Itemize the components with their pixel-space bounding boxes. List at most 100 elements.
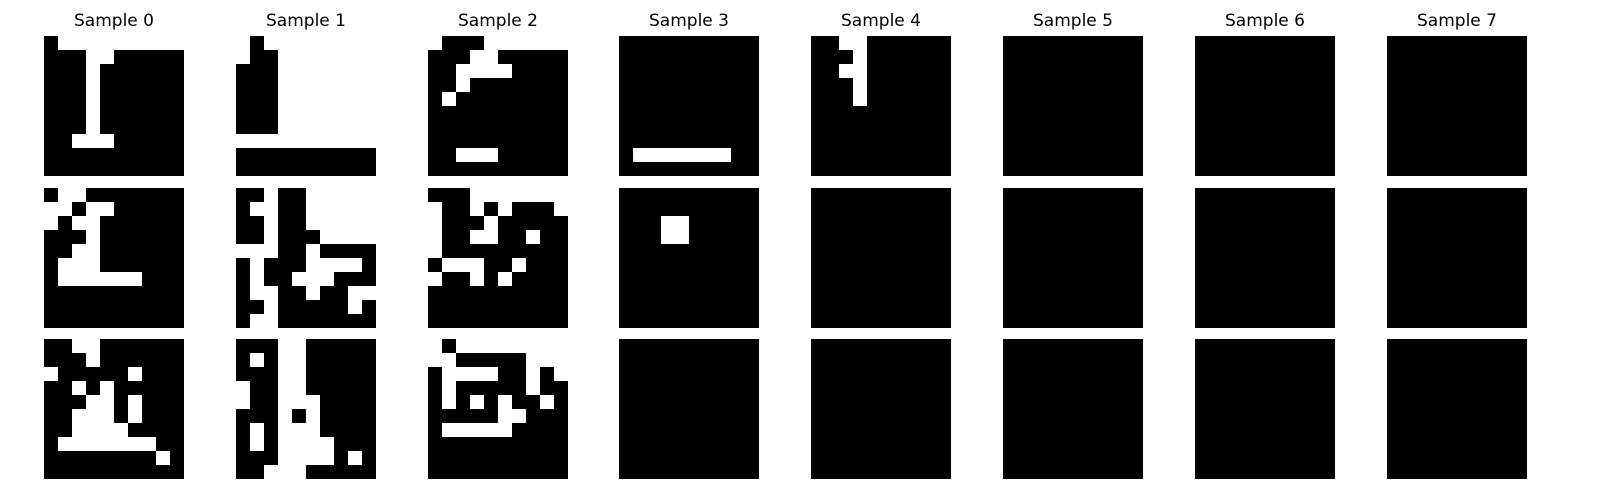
pixel-cell [236,78,251,93]
pixel-cell [1059,423,1074,438]
pixel-cell [1195,244,1210,259]
pixel-cell [334,465,349,479]
pixel-cell [142,395,157,410]
pixel-cell [1223,409,1238,424]
pixel-cell [484,300,499,315]
pixel-cell [811,50,826,65]
pixel-cell [811,381,826,396]
pixel-cell [156,423,171,438]
pixel-cell [1031,216,1046,231]
pixel-cell [1087,395,1102,410]
pixel-cell [867,92,882,107]
pixel-cell [498,353,513,368]
pixel-cell [1485,216,1500,231]
pixel-cell [633,353,648,368]
pixel-cell [554,78,568,93]
pixel-cell [1115,353,1130,368]
pixel-cell [825,409,840,424]
pixel-cell [554,465,568,479]
pixel-cell [250,202,265,217]
pixel-cell [100,286,115,301]
pixel-cell [689,36,704,51]
pixel-cell [811,244,826,259]
pixel-cell [128,314,143,328]
pixel-cell [1293,258,1308,273]
pixel-cell [264,92,279,107]
pixel-cell [745,162,759,176]
pixel-cell [442,216,457,231]
pixel-cell [1513,465,1527,479]
pixel-cell [1073,437,1088,452]
pixel-cell [72,202,87,217]
pixel-cell [320,272,335,287]
pixel-cell [236,188,251,203]
pixel-cell [470,244,485,259]
pixel-cell [1031,300,1046,315]
pixel-cell [745,367,759,382]
pixel-cell [250,120,265,135]
pixel-cell [1251,148,1266,163]
pixel-cell [170,409,184,424]
pixel-cell [1115,36,1130,51]
pixel-cell [334,216,349,231]
pixel-cell [1237,381,1252,396]
pixel-cell [1003,451,1018,466]
pixel-cell [1059,258,1074,273]
pixel-cell [498,162,513,176]
pixel-cell [1003,367,1018,382]
pixel-cell [1237,244,1252,259]
pixel-cell [1485,395,1500,410]
pixel-cell [1031,148,1046,163]
pixel-cell [689,202,704,217]
pixel-cell [498,188,513,203]
pixel-cell [170,36,184,51]
pixel-cell [428,258,443,273]
pixel-cell [1031,314,1046,328]
pixel-cell [170,367,184,382]
pixel-cell [114,465,129,479]
pixel-cell [881,50,896,65]
pixel-cell [1251,230,1266,245]
pixel-cell [170,395,184,410]
pixel-cell [250,465,265,479]
pixel-cell [1279,230,1294,245]
pixel-cell [334,437,349,452]
pixel-cell [250,134,265,149]
pixel-cell [86,106,101,121]
pixel-cell [170,120,184,135]
pixel-cell [72,148,87,163]
pixel-cell [526,64,541,79]
pixel-cell [250,409,265,424]
pixel-cell [1195,423,1210,438]
pixel-cell [428,50,443,65]
pixel-cell [484,423,499,438]
pixel-cell [745,300,759,315]
pixel-cell [278,134,293,149]
pixel-cell [442,300,457,315]
pixel-cell [1415,216,1430,231]
pixel-cell [100,314,115,328]
pixel-grid [236,36,376,176]
pixel-cell [526,451,541,466]
pixel-cell [825,314,840,328]
pixel-cell [470,78,485,93]
pixel-cell [428,230,443,245]
pixel-cell [1045,353,1060,368]
pixel-cell [853,36,868,51]
pixel-cell [1115,162,1130,176]
pixel-cell [1471,300,1486,315]
sample-2-row-1-panel [428,188,568,328]
pixel-cell [1321,286,1335,301]
pixel-cell [867,134,882,149]
pixel-cell [909,148,924,163]
pixel-cell [1059,202,1074,217]
pixel-cell [1499,230,1514,245]
pixel-cell [703,300,718,315]
pixel-cell [170,258,184,273]
pixel-cell [1387,92,1402,107]
pixel-cell [839,188,854,203]
pixel-cell [1101,230,1116,245]
pixel-cell [264,437,279,452]
pixel-cell [1101,286,1116,301]
pixel-cell [348,437,363,452]
